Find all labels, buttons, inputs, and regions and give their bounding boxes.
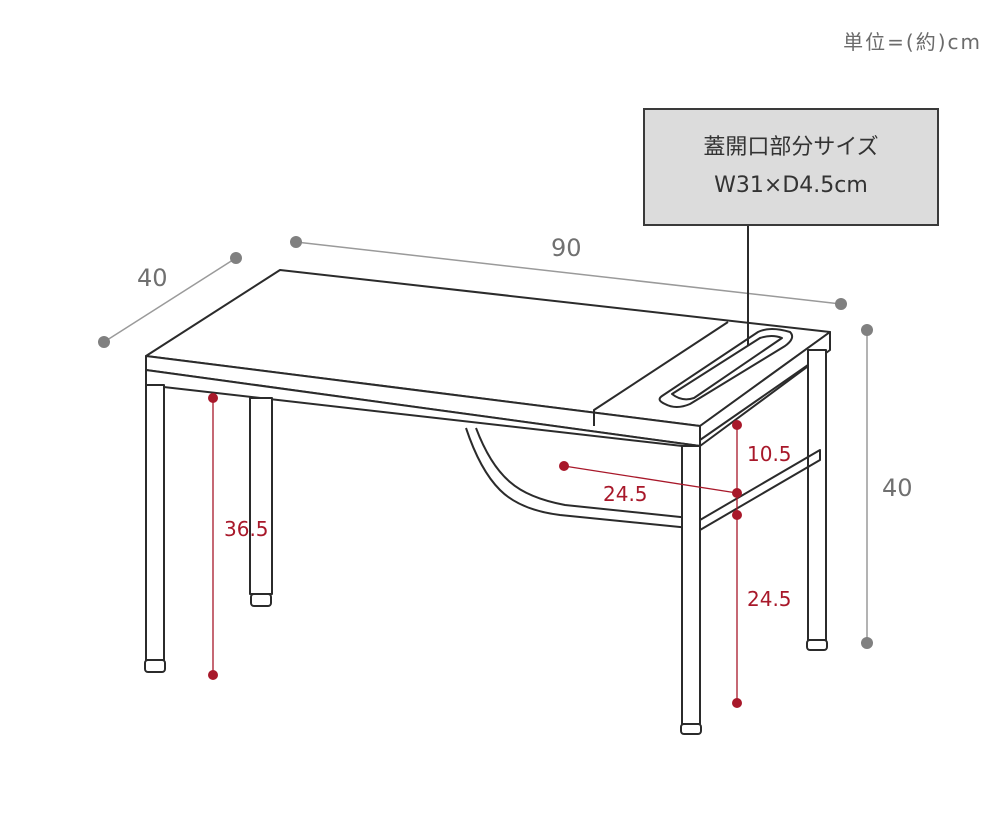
cable-tray (465, 427, 691, 529)
leg-front-left (145, 384, 165, 661)
leg-front-right (681, 445, 701, 725)
depth-dim-dot-start (98, 336, 110, 348)
red-dimensions (208, 393, 742, 708)
depth-dimension-label: 40 (137, 264, 168, 292)
depth-dim-dot-end (230, 252, 242, 264)
unit-label: 単位=(約)cm (843, 30, 982, 54)
lid-panel (593, 321, 729, 426)
height-dimension-label: 40 (882, 474, 913, 502)
width-dim-dot-end (835, 298, 847, 310)
leg-back-right (807, 349, 827, 641)
shelf-rail-front (699, 449, 821, 531)
lid-opening-callout: 蓋開口部分サイズ W31×D4.5cm (643, 108, 939, 226)
foot-front-right (680, 723, 702, 735)
shelf-height-dot-bottom (732, 698, 742, 708)
callout-size: W31×D4.5cm (714, 173, 868, 198)
shelf-height-label: 24.5 (747, 587, 792, 611)
height-dim-dot-end (861, 637, 873, 649)
leg-back-left (249, 397, 273, 595)
leg-clearance-dot-top (208, 393, 218, 403)
lid-opening-inner (671, 335, 783, 401)
foot-back-right (806, 639, 828, 651)
foot-back-left (250, 593, 272, 607)
cable-tray-inner (475, 427, 691, 519)
shelf-top-gap-label: 10.5 (747, 442, 792, 466)
shelf-depth-dot-start (559, 461, 569, 471)
leg-clearance-dot-bottom (208, 670, 218, 680)
shelf-rail-back (699, 364, 809, 441)
gray-dimensions (98, 226, 873, 649)
callout-title: 蓋開口部分サイズ (703, 135, 879, 160)
height-dim-dot-start (861, 324, 873, 336)
shelf-height-dot-top (732, 510, 742, 520)
leg-clearance-label: 36.5 (224, 517, 269, 541)
desk-outline (144, 269, 831, 735)
foot-front-left (144, 659, 166, 673)
width-dim-dot-start (290, 236, 302, 248)
lid-opening (658, 328, 794, 408)
shelf-depth-label: 24.5 (603, 482, 648, 506)
width-dimension-label: 90 (551, 234, 582, 262)
shelf-gap-dot-top (732, 420, 742, 430)
